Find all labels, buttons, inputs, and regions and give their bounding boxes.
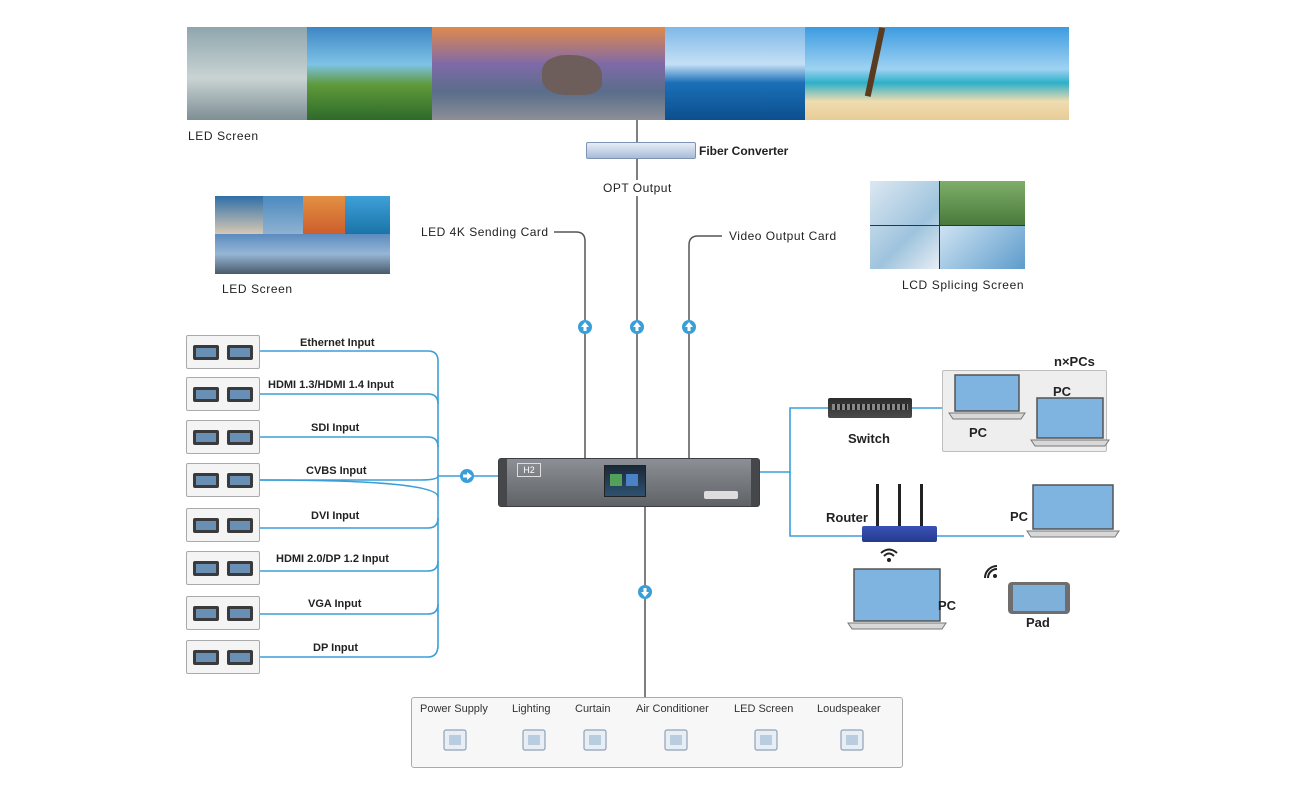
switch-label: Switch <box>848 431 890 446</box>
input-device-box <box>186 596 260 630</box>
tablet-device <box>1008 582 1070 614</box>
down-arrow-icon <box>638 585 652 599</box>
led-screen-wall-label: LED Screen <box>222 282 293 296</box>
input-label: DP Input <box>313 642 359 654</box>
fiber-converter-label: Fiber Converter <box>699 144 789 158</box>
control-item-label: LED Screen <box>734 703 794 715</box>
input-device-box <box>186 463 260 497</box>
hdmi-device-icon <box>191 383 255 405</box>
control-item-label: Curtain <box>575 703 611 715</box>
wifi-icon <box>983 564 999 585</box>
input-wires <box>259 350 498 658</box>
pcs-group-label: n×PCs <box>1054 354 1095 369</box>
laptop-icon <box>948 374 1026 427</box>
input-device-box <box>186 377 260 411</box>
curved-led-screen-icon <box>751 724 781 756</box>
led-screen-wall <box>215 196 390 274</box>
input-device-box <box>186 420 260 454</box>
pc-label: PC <box>969 425 988 440</box>
control-item-label: Power Supply <box>420 703 488 715</box>
input-label: DVI Input <box>311 510 360 522</box>
wire-sending-card <box>554 231 586 458</box>
h2-video-processor: H2 <box>498 458 760 507</box>
input-label: CVBS Input <box>306 465 367 477</box>
curtain-icon <box>580 724 610 756</box>
laptop-icon <box>1026 484 1120 545</box>
input-label: Ethernet Input <box>300 337 375 349</box>
top-led-screen <box>187 27 1069 120</box>
input-device-box <box>186 640 260 674</box>
control-panel: Power Supply Lighting Curtain Air Condition… <box>411 697 903 768</box>
top-led-screen-label: LED Screen <box>188 129 259 143</box>
input-label: HDMI 2.0/DP 1.2 Input <box>276 553 389 565</box>
input-label: HDMI 1.3/HDMI 1.4 Input <box>268 379 394 391</box>
opt-output-label: OPT Output <box>598 180 677 196</box>
input-device-box <box>186 335 260 369</box>
laptop-icon <box>1030 397 1110 454</box>
network-wires <box>758 407 1024 537</box>
laptop-icon <box>191 557 255 579</box>
router-label: Router <box>826 510 868 525</box>
laptop-icon <box>847 568 947 637</box>
wire-video-output <box>688 235 722 458</box>
projector-icon <box>191 469 255 491</box>
lcd-splicing-screen <box>870 181 1025 269</box>
right-arrow-icon <box>460 469 474 483</box>
desktop-pc-icon <box>191 602 255 624</box>
ip-camera-icon <box>191 341 255 363</box>
network-switch-device <box>828 398 912 418</box>
input-device-box <box>186 508 260 542</box>
pad-label: Pad <box>1026 615 1050 630</box>
video-output-card-label: Video Output Card <box>724 228 842 244</box>
monitor-icon <box>191 646 255 668</box>
input-device-box <box>186 551 260 585</box>
control-item-label: Lighting <box>512 703 551 715</box>
sending-card-label: LED 4K Sending Card <box>416 224 554 240</box>
power-supply-icon <box>440 724 470 756</box>
fiber-converter-device <box>586 142 696 159</box>
pc-label: PC <box>1053 384 1072 399</box>
router-device <box>862 526 937 542</box>
input-label: VGA Input <box>308 598 362 610</box>
wifi-icon <box>880 548 898 567</box>
processor-badge: H2 <box>517 463 541 477</box>
light-bulb-icon <box>519 724 549 756</box>
air-conditioner-icon <box>661 724 691 756</box>
control-item-label: Air Conditioner <box>636 703 709 715</box>
desktop-pc-icon <box>191 514 255 536</box>
pc-label: PC <box>938 598 957 613</box>
processor-display <box>604 465 646 497</box>
loudspeaker-icon <box>837 724 867 756</box>
video-camera-icon <box>191 426 255 448</box>
up-arrow-icons <box>578 320 696 334</box>
pc-label: PC <box>1010 509 1029 524</box>
lcd-splicing-screen-label: LCD Splicing Screen <box>902 278 1025 292</box>
input-label: SDI Input <box>311 422 360 434</box>
control-item-label: Loudspeaker <box>817 703 881 715</box>
